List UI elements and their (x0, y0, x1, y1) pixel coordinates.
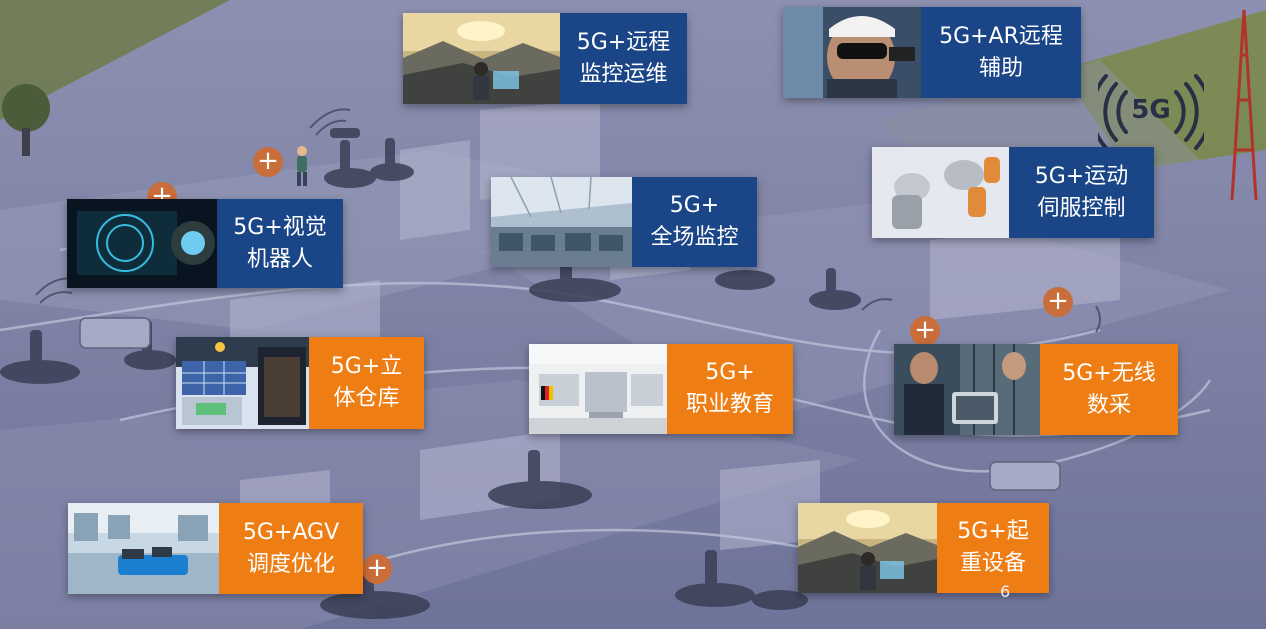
card-label: 5G+ 全场监控 (632, 177, 757, 267)
card-vision-robot[interactable]: 5G+视觉 机器人 (67, 199, 343, 288)
plus-marker-3[interactable]: + (1043, 287, 1073, 317)
card-label: 5G+立 体仓库 (309, 337, 424, 429)
factory-hall-photo (491, 177, 632, 267)
card-label: 5G+AGV 调度优化 (219, 503, 363, 594)
robot-hands-photo (872, 147, 1009, 238)
training-lab-photo (529, 344, 667, 434)
card-vocational-education[interactable]: 5G+ 职业教育 (529, 344, 793, 434)
card-ar-remote-assist[interactable]: 5G+AR远程 辅助 (783, 7, 1081, 98)
warehouse-photo (176, 337, 309, 429)
card-label: 5G+无线 数采 (1040, 344, 1178, 435)
card-label: 5G+AR远程 辅助 (921, 7, 1081, 98)
card-3d-warehouse[interactable]: 5G+立 体仓库 (176, 337, 424, 429)
card-lifting-equipment[interactable]: 5G+起 重设备 (798, 503, 1049, 593)
ar-glasses-worker-photo (783, 7, 921, 98)
plus-marker-4[interactable]: + (910, 316, 940, 346)
vision-camera-photo (67, 199, 217, 288)
plus-marker-5[interactable]: + (362, 554, 392, 584)
card-remote-monitoring-ops[interactable]: 5G+远程 监控运维 (403, 13, 687, 104)
card-agv-dispatch[interactable]: 5G+AGV 调度优化 (68, 503, 363, 594)
technicians-tablet-photo (894, 344, 1040, 435)
card-label: 5G+视觉 机器人 (217, 199, 343, 288)
plus-marker-1[interactable]: + (253, 147, 283, 177)
card-motion-servo-control[interactable]: 5G+运动 伺服控制 (872, 147, 1154, 238)
card-label: 5G+远程 监控运维 (560, 13, 687, 104)
card-label: 5G+起 重设备 (937, 503, 1049, 593)
signal-waves-icon (1098, 74, 1204, 150)
page-number: 6 (1000, 582, 1011, 601)
landscape-tablet-photo-2 (798, 503, 937, 593)
card-full-site-monitoring[interactable]: 5G+ 全场监控 (491, 177, 757, 267)
agv-vehicle-photo (68, 503, 219, 594)
worker-figure (297, 146, 307, 186)
signal-badge: 5G (1098, 62, 1204, 162)
signal-badge-text: 5G (1131, 95, 1171, 125)
card-label: 5G+ 职业教育 (667, 344, 793, 434)
card-label: 5G+运动 伺服控制 (1009, 147, 1154, 238)
card-wireless-data-acquisition[interactable]: 5G+无线 数采 (894, 344, 1178, 435)
landscape-tablet-photo (403, 13, 560, 104)
